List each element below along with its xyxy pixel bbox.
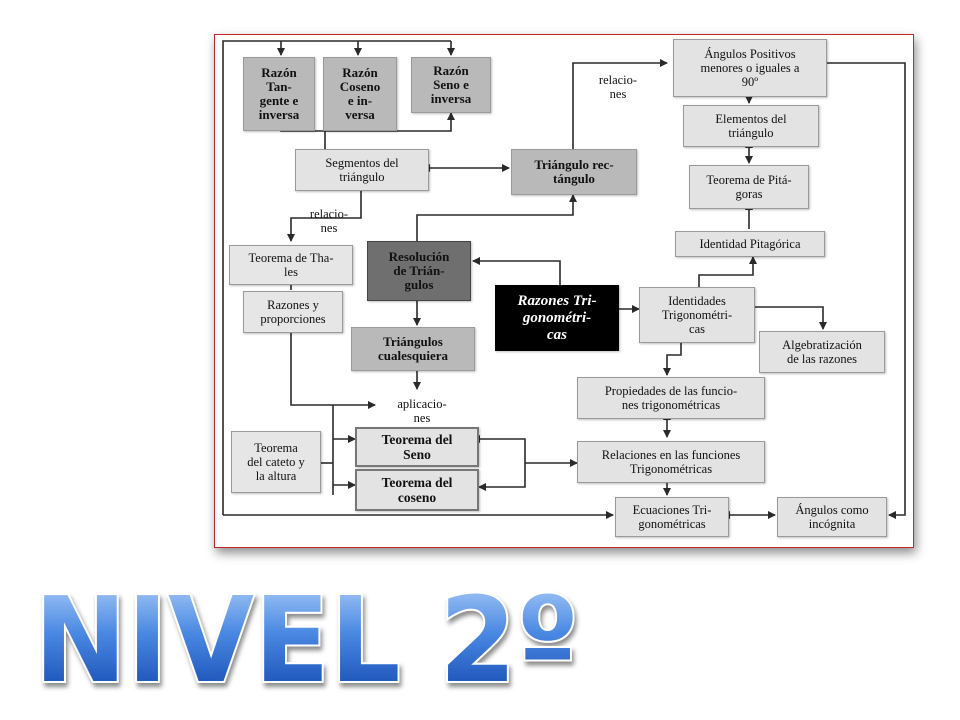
triangulo-rectangulo-node: Triángulo rec- tángulo	[511, 149, 637, 195]
propiedades-funciones-text: Propiedades de las funcio- nes trigonomé…	[604, 384, 738, 412]
concept-map-connectors	[222, 40, 906, 519]
razon-tangente-text: Razón Tan- gente e inversa	[258, 65, 300, 122]
relaciones-top-label: relacio- nes	[598, 73, 638, 101]
triangulo-rectangulo-text: Triángulo rec- tángulo	[534, 157, 614, 186]
concept-map: Razón Tan- gente e inversa Razón Coseno …	[214, 34, 914, 548]
identidades-trigonometricas-text: Identidades Trigonométri- cas	[661, 294, 733, 336]
teorema-thales-text: Teorema de Tha- les	[248, 251, 334, 279]
elementos-triangulo-node: Elementos del triángulo	[683, 105, 819, 147]
segmentos-triangulo-node: Segmentos del triángulo	[295, 149, 429, 191]
teorema-pitagoras-node: Teorema de Pitá- goras	[689, 165, 809, 209]
angulos-incognita-node: Ángulos como incógnita	[777, 497, 887, 537]
razones-trigonometricas-node: Razones Tri- gonométri- cas	[495, 285, 619, 351]
angulos-incognita-text: Ángulos como incógnita	[795, 503, 869, 531]
teorema-thales-node: Teorema de Tha- les	[229, 245, 353, 285]
identidades-trigonometricas-node: Identidades Trigonométri- cas	[639, 287, 755, 343]
resolucion-triangulos-text: Resolución de Trián- gulos	[388, 249, 450, 292]
elementos-triangulo-text: Elementos del triángulo	[715, 112, 787, 140]
teorema-cateto-text: Teorema del cateto y la altura	[247, 441, 305, 483]
angulos-positivos-node: Ángulos Positivos menores o iguales a 90…	[673, 39, 827, 97]
teorema-coseno-text: Teorema del coseno	[381, 475, 453, 505]
razon-coseno-text: Razón Coseno e in- versa	[339, 65, 381, 122]
identidad-pitagorica-text: Identidad Pitagórica	[699, 237, 801, 251]
resolucion-triangulos-node: Resolución de Trián- gulos	[367, 241, 471, 301]
propiedades-funciones-node: Propiedades de las funcio- nes trigonomé…	[577, 377, 765, 419]
razon-tangente-node: Razón Tan- gente e inversa	[243, 57, 315, 131]
relaciones-funciones-node: Relaciones en las funciones Trigonométri…	[577, 441, 765, 483]
aplicaciones-label: aplicacio- nes	[397, 397, 447, 425]
teorema-cateto-node: Teorema del cateto y la altura	[231, 431, 321, 493]
ecuaciones-trigonometricas-node: Ecuaciones Tri- gonométricas	[615, 497, 729, 537]
razon-seno-node: Razón Seno e inversa	[411, 57, 491, 113]
nivel-title: NIVEL 2º	[32, 583, 581, 693]
triangulos-cualesquiera-node: Triángulos cualesquiera	[351, 327, 475, 371]
nivel-title-text: NIVEL 2º	[34, 583, 579, 693]
razones-proporciones-text: Razones y proporciones	[260, 298, 326, 326]
teorema-pitagoras-text: Teorema de Pitá- goras	[706, 173, 792, 201]
algebratizacion-text: Algebratización de las razones	[782, 338, 862, 366]
relaciones-left-label: relacio- nes	[309, 207, 349, 235]
teorema-coseno-node: Teorema del coseno	[355, 469, 479, 511]
identidad-pitagorica-node: Identidad Pitagórica	[675, 231, 825, 257]
razones-trigonometricas-text: Razones Tri- gonométri- cas	[517, 292, 597, 343]
ecuaciones-trigonometricas-text: Ecuaciones Tri- gonométricas	[632, 503, 712, 531]
teorema-seno-node: Teorema del Seno	[355, 427, 479, 467]
teorema-seno-text: Teorema del Seno	[381, 432, 453, 462]
algebratizacion-node: Algebratización de las razones	[759, 331, 885, 373]
razones-proporciones-node: Razones y proporciones	[243, 291, 343, 333]
segmentos-triangulo-text: Segmentos del triángulo	[325, 156, 399, 184]
relaciones-funciones-text: Relaciones en las funciones Trigonométri…	[601, 448, 741, 476]
razon-seno-text: Razón Seno e inversa	[430, 63, 472, 106]
razon-coseno-node: Razón Coseno e in- versa	[323, 57, 397, 131]
angulos-positivos-text: Ángulos Positivos menores o iguales a 90…	[700, 47, 800, 89]
triangulos-cualesquiera-text: Triángulos cualesquiera	[377, 334, 449, 363]
